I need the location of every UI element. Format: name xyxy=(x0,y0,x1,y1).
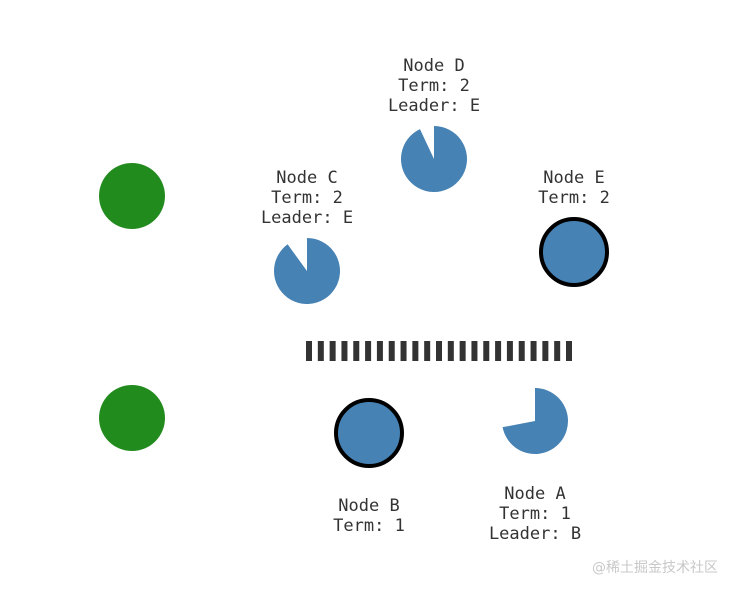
partition-segment xyxy=(459,341,466,361)
partition-segment xyxy=(424,341,431,361)
node-a: Node A Term: 1 Leader: B xyxy=(489,388,581,544)
node-a-name: Node A xyxy=(504,484,565,504)
node-b-name: Node B xyxy=(338,496,399,516)
node-d-name: Node D xyxy=(403,56,464,76)
node-c-circle xyxy=(274,238,341,305)
partition-segment xyxy=(412,341,419,361)
node-d-leader: Leader: E xyxy=(388,96,480,116)
node-d: Node D Term: 2 Leader: E xyxy=(388,56,480,192)
partition-segment xyxy=(400,341,407,361)
partition-segment xyxy=(317,341,324,361)
partition-segment xyxy=(495,341,502,361)
node-d-term: Term: 2 xyxy=(398,76,470,96)
partition-segment xyxy=(471,341,478,361)
partition-segment xyxy=(518,341,525,361)
partition-segment xyxy=(483,341,490,361)
client-node-top xyxy=(99,163,165,229)
node-e-circle xyxy=(538,217,610,287)
node-e: Node E Term: 2 xyxy=(538,168,610,287)
partition-segment xyxy=(306,341,312,361)
partition-segment xyxy=(353,341,360,361)
partition-segment xyxy=(388,341,395,361)
client-node-bottom xyxy=(99,385,165,451)
node-a-circle xyxy=(502,388,568,454)
partition-segment xyxy=(554,341,561,361)
partition-segment xyxy=(566,341,572,361)
partition-segment xyxy=(365,341,372,361)
node-b-circle xyxy=(333,398,405,468)
partition-segment xyxy=(329,341,336,361)
node-e-term: Term: 2 xyxy=(538,188,610,208)
network-partition xyxy=(306,341,572,361)
partition-segment xyxy=(376,341,383,361)
node-a-term: Term: 1 xyxy=(499,504,571,524)
partition-segment xyxy=(341,341,348,361)
node-e-name: Node E xyxy=(543,168,604,188)
partition-segment xyxy=(542,341,549,361)
node-c: Node C Term: 2 Leader: E xyxy=(261,168,353,305)
node-c-leader: Leader: E xyxy=(261,208,353,228)
partition-segment xyxy=(436,341,442,361)
node-b-term: Term: 1 xyxy=(333,516,405,536)
node-c-term: Term: 2 xyxy=(271,188,343,208)
partition-segment xyxy=(506,341,513,361)
node-a-leader: Leader: B xyxy=(489,524,581,544)
partition-segment xyxy=(447,341,454,361)
partition-segment xyxy=(530,341,537,361)
node-d-circle xyxy=(400,126,467,192)
node-c-name: Node C xyxy=(276,168,337,188)
node-b: Node B Term: 1 xyxy=(333,398,405,536)
watermark-text: @稀土掘金技术社区 xyxy=(592,560,718,576)
